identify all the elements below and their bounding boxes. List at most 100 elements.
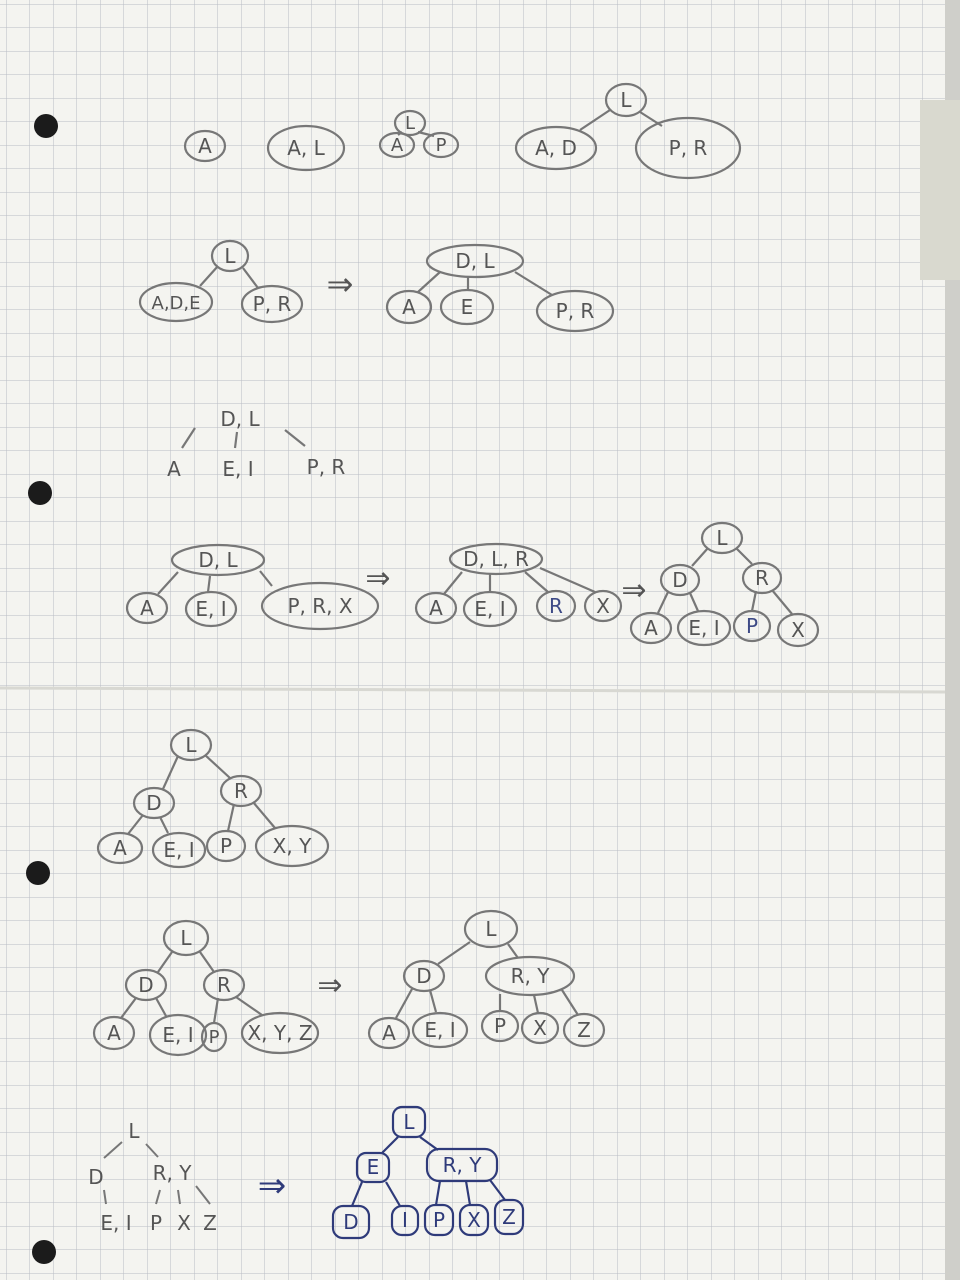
node-ring [741,561,783,595]
edge [226,803,236,832]
node-label: D [672,568,687,592]
node-ring [535,289,615,333]
node-label: A,D,E [152,293,201,314]
node-label: X [533,1016,547,1040]
edge [177,1189,181,1205]
node-box [423,1203,455,1237]
node-label: P [494,1014,506,1038]
edge [233,431,239,449]
node-label: D [146,791,161,815]
node-label: R [755,566,769,590]
edge [688,592,700,612]
edge [395,988,413,1019]
node-label: L [185,733,197,757]
node-label: R, Y [443,1153,483,1177]
node-label: E [461,295,474,319]
paper-fold [0,686,946,694]
edge [514,271,553,296]
node-label: L [403,1110,415,1134]
node-ring [96,831,144,865]
node-ring [367,1016,411,1050]
node-ring [132,786,176,820]
node-ring [125,591,169,625]
edge [235,996,263,1016]
node-label: X, Y, Z [247,1021,312,1045]
punch-hole-bottom [32,1240,56,1264]
step3-tree [181,427,306,449]
edge [524,571,549,593]
node-label: P, R [669,136,708,160]
edge [212,997,220,1024]
node-label: R [217,973,231,997]
node-label: X [596,594,610,618]
node-label: L [405,113,415,134]
edge [204,754,231,779]
node-box [391,1105,427,1139]
step1-trees [183,82,742,180]
node-label: R [549,594,563,618]
step4-trees [125,521,820,648]
node-label: L [128,1119,140,1143]
node-label: A [402,295,416,319]
node-ring [520,1011,560,1045]
node-ring [676,609,732,647]
node-ring [425,243,525,279]
node-label: D [138,973,153,997]
punch-hole-top [34,114,58,138]
node-label: A [140,596,154,620]
node-ring [604,82,648,118]
edge [103,1141,123,1159]
node-ring [385,289,433,325]
node-label: E, I [100,1211,131,1235]
node-box [331,1204,371,1240]
step2-trees [138,239,615,333]
node-label: E, I [222,457,253,481]
edge [195,1185,211,1205]
node-label: Z [502,1205,516,1229]
edge [199,951,215,973]
node-label: E, I [163,838,194,862]
edge [259,570,273,587]
edge [539,566,596,594]
node-ring [535,589,577,623]
edge [657,591,669,614]
node-label: P, R, X [287,594,352,618]
edge [159,816,169,834]
node-ring [562,1012,606,1048]
node-ring [700,521,744,555]
node-label: E, I [195,597,226,621]
node-label: A [167,457,181,481]
node-ring [205,829,247,863]
node-label: Z [577,1018,591,1042]
edge [489,1179,506,1201]
node-ring [148,1013,208,1057]
node-label: P [746,614,758,638]
node-ring [634,116,742,180]
node-label: L [180,926,192,950]
arrow: ⇒ [317,968,342,1003]
node-label: A [382,1021,396,1045]
node-label: A [644,616,658,640]
node-ring [254,824,330,868]
node-label: R, Y [511,964,551,988]
node-ring [378,131,416,159]
step7-trees [103,1105,525,1240]
node-ring [629,611,673,645]
background-object-edge [920,100,960,280]
node-label: L [485,917,497,941]
edge [350,1181,364,1207]
node-label: D, L, R [463,547,529,571]
node-ring [514,125,598,171]
node-ring [170,543,266,577]
node-ring [162,919,210,957]
node-label: X, Y [273,834,312,858]
node-ring [583,589,623,623]
edge [199,265,219,287]
node-ring [414,591,458,625]
node-label: L [716,526,728,550]
edge [397,131,403,136]
node-box [390,1204,420,1237]
node-box [493,1198,525,1236]
node-ring [411,1011,469,1049]
punch-hole-lower [26,861,50,885]
